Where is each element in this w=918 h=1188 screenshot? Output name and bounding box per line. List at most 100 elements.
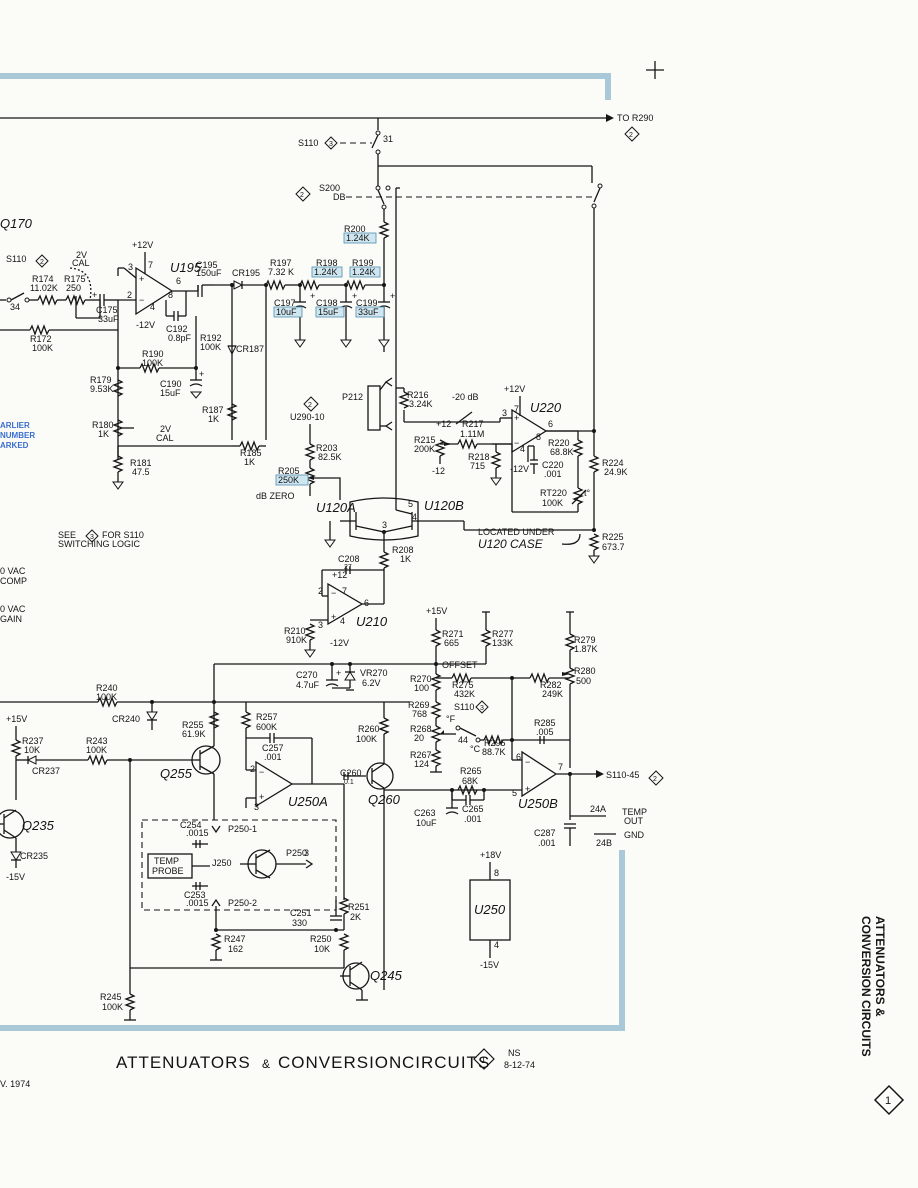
svg-text:C208: C208 <box>338 554 360 564</box>
svg-text:R267: R267 <box>410 750 432 760</box>
r200: R200 1.24K <box>343 209 390 285</box>
q170-label: Q170 <box>0 216 33 231</box>
svg-text:S110: S110 <box>6 254 26 264</box>
svg-text:U120B: U120B <box>424 498 464 513</box>
svg-text:3: 3 <box>502 408 507 418</box>
svg-text:Q255: Q255 <box>160 766 193 781</box>
svg-text:2: 2 <box>629 132 633 139</box>
svg-text:68K: 68K <box>462 776 478 786</box>
svg-text:P250: P250 <box>286 848 307 858</box>
title-block: ATTENUATORS & CONVERSION CIRCUITS 1 NS 8… <box>0 1048 535 1089</box>
svg-text:R205: R205 <box>278 466 300 476</box>
svg-text:Q235: Q235 <box>22 818 55 833</box>
r224-r225-divider: R224 24.9K R225 673.7 LOCATED UNDER U120… <box>464 431 628 564</box>
svg-text:DB: DB <box>333 192 346 202</box>
see-note-3: SWITCHING LOGIC <box>58 539 141 549</box>
svg-text:4.7uF: 4.7uF <box>296 680 320 690</box>
svg-text:R216: R216 <box>407 390 429 400</box>
svg-text:100K: 100K <box>86 745 107 755</box>
s200-switch[interactable]: 2 S200 DB <box>295 166 603 510</box>
svg-text:CONVERSION: CONVERSION <box>278 1053 402 1072</box>
svg-text:-15V: -15V <box>480 960 499 970</box>
see-note-flag <box>85 529 99 543</box>
svg-text:3: 3 <box>480 705 484 712</box>
svg-text:6.2V: 6.2V <box>362 678 381 688</box>
offset-network: +15V R271 665 R277 133K R279 1.87K R280 … <box>213 606 598 773</box>
svg-text:1K: 1K <box>244 457 255 467</box>
svg-text:+12V: +12V <box>132 240 153 250</box>
svg-text:673.7: 673.7 <box>602 542 625 552</box>
svg-text:CAL: CAL <box>156 433 174 443</box>
svg-text:R179: R179 <box>90 375 112 385</box>
svg-text:R280: R280 <box>574 666 596 676</box>
svg-text:8: 8 <box>536 432 541 442</box>
svg-text:150uF: 150uF <box>196 268 222 278</box>
svg-text:+: + <box>199 369 204 379</box>
svg-text:R225: R225 <box>602 532 624 542</box>
svg-text:3: 3 <box>304 848 309 858</box>
svg-text:2: 2 <box>300 192 304 199</box>
svg-text:2K: 2K <box>350 912 361 922</box>
svg-text:100K: 100K <box>96 692 117 702</box>
q255-transistor: Q255 R255 61.9K R257 600K C257 .001 <box>160 702 312 820</box>
svg-text:31: 31 <box>383 134 393 144</box>
svg-text:R172: R172 <box>30 334 52 344</box>
svg-text:Q245: Q245 <box>370 968 403 983</box>
svg-text:U250A: U250A <box>288 794 328 809</box>
svg-text:R174: R174 <box>32 274 54 284</box>
svg-text:+: + <box>352 291 357 301</box>
svg-text:200K: 200K <box>414 444 435 454</box>
svg-text:+12: +12 <box>332 570 347 580</box>
svg-text:-20 dB: -20 dB <box>452 392 479 402</box>
svg-text:250K: 250K <box>278 475 299 485</box>
svg-text:.001: .001 <box>538 838 556 848</box>
input-transistor-stage: R240 100K CR240 +15V R237 10K CR237 R243… <box>0 683 410 990</box>
svg-text:S110: S110 <box>454 702 474 712</box>
svg-text:+: + <box>390 291 395 301</box>
footer-fragment: V. 1974 <box>0 1079 30 1089</box>
svg-text:S200: S200 <box>319 183 340 193</box>
svg-text:t°: t° <box>584 488 591 498</box>
svg-text:TEMP: TEMP <box>622 807 647 817</box>
svg-text:dB ZERO: dB ZERO <box>256 491 295 501</box>
svg-text:4: 4 <box>340 616 345 626</box>
s110-switch-top[interactable]: S110 3 31 <box>298 130 593 183</box>
svg-text:U120 CASE: U120 CASE <box>478 537 544 551</box>
svg-text:C198: C198 <box>316 298 338 308</box>
svg-text:R240: R240 <box>96 683 118 693</box>
svg-text:LOCATED UNDER: LOCATED UNDER <box>478 527 555 537</box>
svg-text:R180: R180 <box>92 420 114 430</box>
svg-text:0 VAC: 0 VAC <box>0 604 26 614</box>
svg-text:0.8pF: 0.8pF <box>168 333 192 343</box>
svg-text:250: 250 <box>66 283 81 293</box>
svg-text:GND: GND <box>624 830 645 840</box>
svg-text:OUT: OUT <box>624 816 644 826</box>
svg-text:2: 2 <box>250 764 255 774</box>
svg-text:100K: 100K <box>200 342 221 352</box>
svg-text:P250-2: P250-2 <box>228 898 257 908</box>
svg-text:+: + <box>331 612 336 622</box>
lower-bias-network: C251 330 R251 2K R247 162 R250 10K Q245 … <box>100 897 403 1021</box>
highlight-border <box>0 73 625 1031</box>
svg-text:0.1: 0.1 <box>344 779 354 786</box>
svg-text:500: 500 <box>576 676 591 686</box>
svg-text:ARKED: ARKED <box>0 441 29 450</box>
svg-text:R295: R295 <box>484 738 506 748</box>
svg-text:R210: R210 <box>284 626 306 636</box>
svg-text:CR235: CR235 <box>20 851 48 861</box>
svg-text:2V: 2V <box>76 250 87 260</box>
svg-text:VR270: VR270 <box>360 668 388 678</box>
svg-text:P212: P212 <box>342 392 363 402</box>
svg-text:C257: C257 <box>262 743 284 753</box>
svg-text:-12: -12 <box>432 466 445 476</box>
svg-text:R203: R203 <box>316 443 338 453</box>
svg-text:.0015: .0015 <box>186 898 209 908</box>
svg-text:P250-1: P250-1 <box>228 824 257 834</box>
svg-text:C265: C265 <box>462 804 484 814</box>
svg-text:1K: 1K <box>208 414 219 424</box>
svg-text:R197: R197 <box>270 258 292 268</box>
svg-text:33uF: 33uF <box>358 307 379 317</box>
svg-text:R237: R237 <box>22 736 44 746</box>
svg-text:CIRCUITS: CIRCUITS <box>402 1053 490 1072</box>
svg-text:R285: R285 <box>534 718 556 728</box>
